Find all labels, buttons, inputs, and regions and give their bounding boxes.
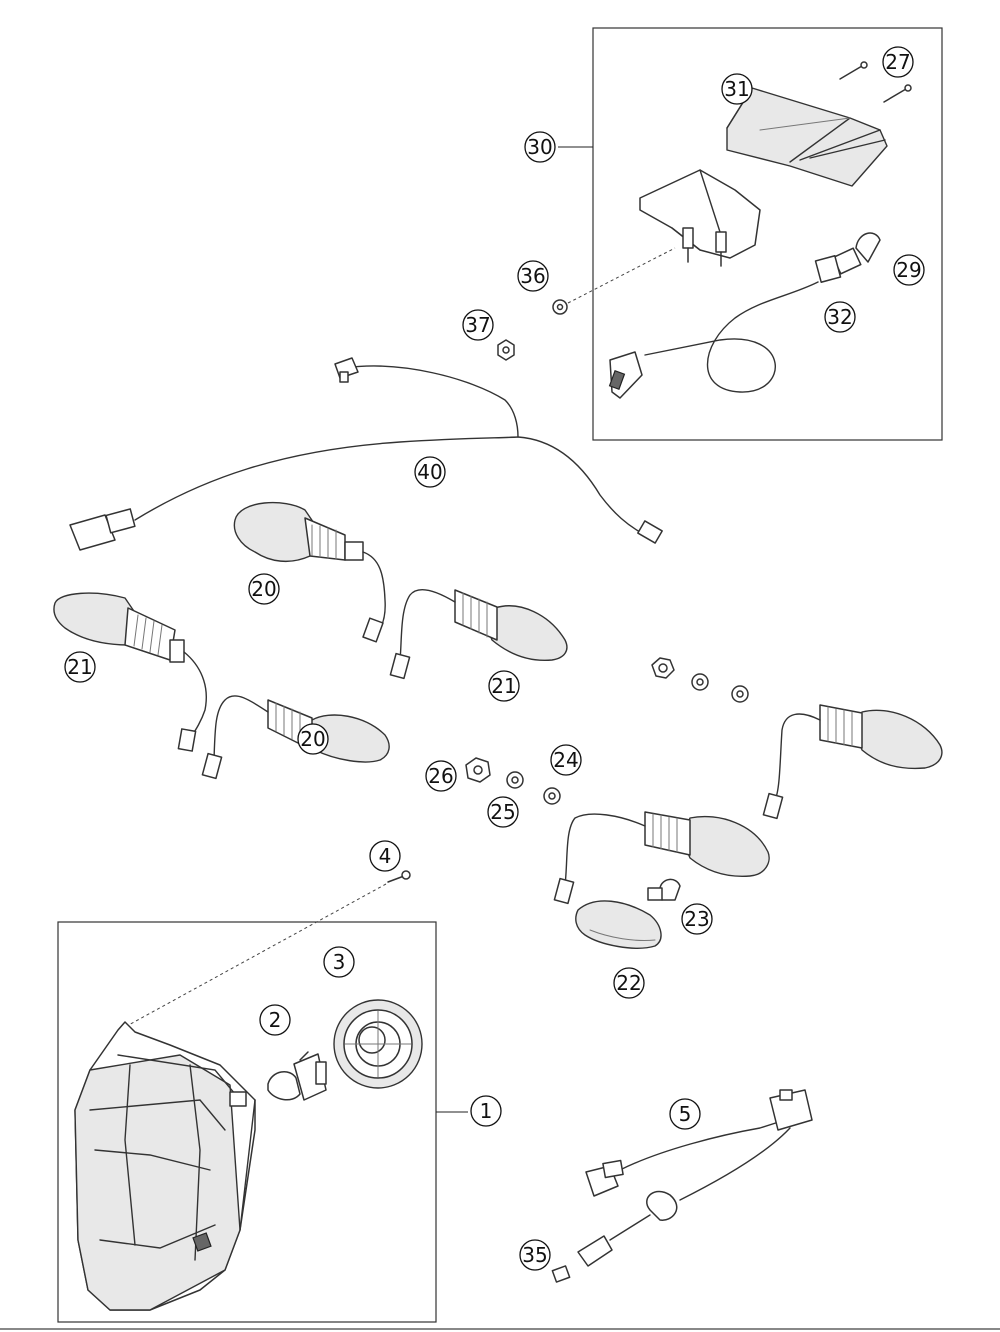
callout-40: 40 xyxy=(414,456,446,488)
callout-35: 35 xyxy=(519,1239,551,1271)
bulb-29 xyxy=(832,232,881,275)
callout-label: 24 xyxy=(553,748,578,772)
assembly-line-4 xyxy=(124,883,387,1028)
callout-label: 35 xyxy=(522,1243,547,1267)
callout-23: 23 xyxy=(681,903,713,935)
nut-37 xyxy=(497,339,515,361)
callout-label: 26 xyxy=(428,764,453,788)
callout-label: 36 xyxy=(520,264,545,288)
washer-36 xyxy=(552,299,568,315)
callout-1: 1 xyxy=(470,1095,502,1127)
callout-3: 3 xyxy=(323,946,355,978)
callout-30: 30 xyxy=(524,131,556,163)
callout-4: 4 xyxy=(369,840,401,872)
callout-label: 3 xyxy=(333,950,346,974)
callout-label: 2 xyxy=(269,1008,282,1032)
callout-20-upper: 20 xyxy=(248,573,280,605)
callout-label: 31 xyxy=(724,77,749,101)
headlight-assembly-box xyxy=(57,921,437,1323)
callout-label: 4 xyxy=(379,844,392,868)
indicator-20-upper xyxy=(233,501,386,643)
callout-29: 29 xyxy=(893,254,925,286)
callout-21-right: 21 xyxy=(488,670,520,702)
callout-32: 32 xyxy=(824,301,856,333)
tail-light-assembly-box xyxy=(592,27,943,441)
socket-wire-32 xyxy=(608,255,842,399)
reflector-ring-3 xyxy=(333,999,423,1089)
callout-36: 36 xyxy=(517,260,549,292)
callout-25: 25 xyxy=(487,796,519,828)
screw-4 xyxy=(387,870,411,883)
callout-37: 37 xyxy=(462,309,494,341)
callout-label: 5 xyxy=(679,1102,692,1126)
callout-24: 24 xyxy=(550,744,582,776)
callout-26: 26 xyxy=(425,760,457,792)
callout-label: 21 xyxy=(67,655,92,679)
callout-label: 22 xyxy=(616,971,641,995)
callout-20-lower: 20 xyxy=(297,723,329,755)
callout-label: 40 xyxy=(417,460,442,484)
callout-label: 20 xyxy=(300,727,325,751)
bulb-35 xyxy=(551,1265,571,1283)
callout-label: 20 xyxy=(251,577,276,601)
callout-label: 25 xyxy=(490,800,515,824)
tail-housing xyxy=(639,169,761,267)
indicator-right-far xyxy=(762,704,943,820)
assembly-line-36 xyxy=(567,247,676,304)
callout-5: 5 xyxy=(669,1098,701,1130)
bulb-23 xyxy=(647,878,681,901)
callout-label: 23 xyxy=(684,907,709,931)
callout-27: 27 xyxy=(882,46,914,78)
callout-label: 1 xyxy=(480,1099,493,1123)
callout-22: 22 xyxy=(613,967,645,999)
indicator-21-right xyxy=(389,588,568,680)
washer-24 xyxy=(543,787,561,805)
callout-31: 31 xyxy=(721,73,753,105)
screw-27-parts xyxy=(839,61,912,103)
lock-washer-25 xyxy=(506,771,524,789)
headlight-harness-5 xyxy=(577,1089,813,1267)
callout-label: 21 xyxy=(491,674,516,698)
indicator-21-left xyxy=(53,592,207,752)
indicator-20-lower xyxy=(201,695,390,780)
lens-22 xyxy=(575,900,662,949)
bulb-2 xyxy=(267,1051,327,1101)
callout-21-left: 21 xyxy=(64,651,96,683)
wiring-harness-40 xyxy=(69,357,663,551)
nut-26 xyxy=(465,757,491,783)
callout-label: 37 xyxy=(465,313,490,337)
tail-lens-31 xyxy=(726,87,888,187)
indicator-hardware-upper xyxy=(651,657,749,703)
callout-2: 2 xyxy=(259,1004,291,1036)
callout-label: 29 xyxy=(896,258,921,282)
indicator-right-lower xyxy=(553,811,770,905)
callout-label: 30 xyxy=(527,135,552,159)
callout-label: 32 xyxy=(827,305,852,329)
headlight-1 xyxy=(74,1021,256,1311)
callout-label: 27 xyxy=(885,50,910,74)
